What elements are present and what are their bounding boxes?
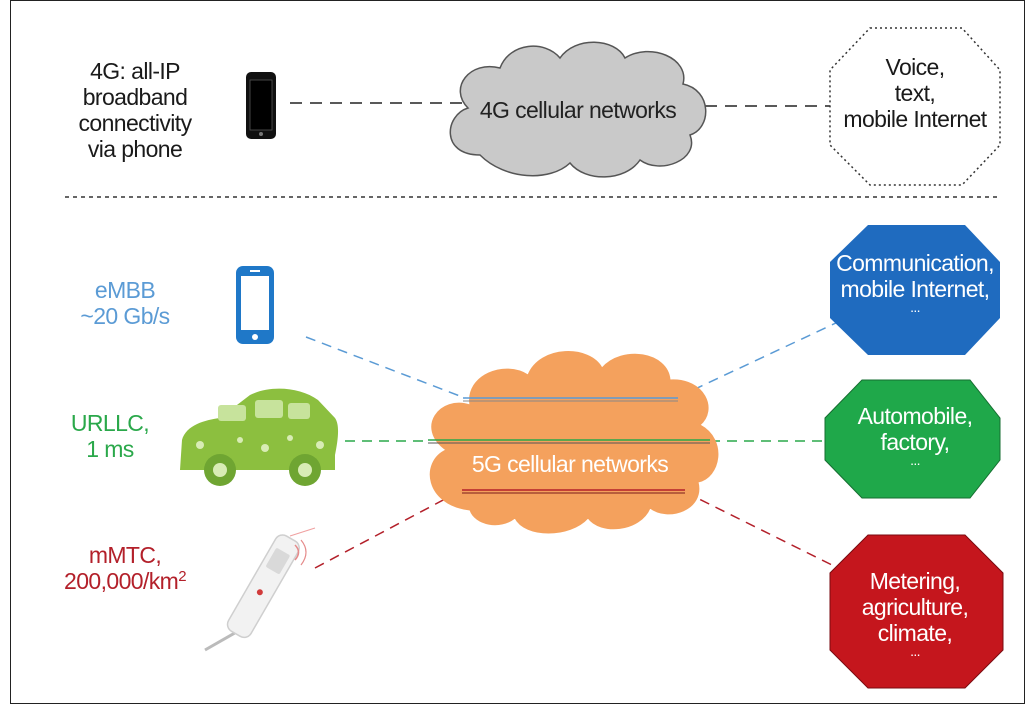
cloud-5g	[428, 351, 719, 534]
connector-embb-left	[305, 336, 466, 399]
label-4g-line: broadband	[82, 84, 188, 110]
outcome-4g-line: mobile Internet	[843, 106, 987, 132]
outcome-embb-ellipsis: ...	[910, 299, 920, 315]
cloud-5g-label: 5G cellular networks	[471, 451, 669, 477]
outcome-mmtc-line: climate,	[877, 620, 953, 646]
outcome-4g: Voice, text, mobile Internet	[825, 54, 1005, 132]
label-urllc-line: URLLC,	[70, 410, 150, 436]
cloud-4g-label: 4G cellular networks	[479, 97, 677, 123]
outcome-mmtc: Metering, agriculture, climate, ...	[825, 568, 1005, 659]
label-mmtc-density-sup: 2	[178, 568, 186, 585]
outcome-mmtc-line: Metering,	[869, 568, 961, 594]
label-4g: 4G: all-IP broadband connectivity via ph…	[70, 58, 200, 162]
label-mmtc-density: 200,000/km2	[45, 568, 205, 594]
outcome-mmtc-shape	[829, 534, 1004, 689]
outcome-urllc-line: Automobile,	[857, 403, 973, 429]
label-urllc: URLLC, 1 ms	[60, 410, 160, 462]
label-4g-line: 4G: all-IP	[90, 58, 180, 84]
outcome-4g-shape	[829, 27, 1001, 186]
outcome-urllc-shape	[824, 379, 1001, 499]
label-4g-line: via phone	[87, 136, 183, 162]
outcome-urllc-ellipsis: ...	[910, 452, 920, 468]
label-embb-line: ~20 Gb/s	[80, 303, 170, 329]
outcome-embb-shape	[830, 225, 1000, 355]
outcome-4g-line: text,	[894, 80, 936, 106]
smartphone-blue-icon	[236, 266, 274, 344]
label-4g-line: connectivity	[78, 110, 193, 136]
label-embb-line: eMBB	[94, 277, 156, 303]
outcome-embb-line: Communication,	[836, 250, 994, 276]
outcome-embb-line: mobile Internet,	[840, 276, 991, 302]
label-embb: eMBB ~20 Gb/s	[70, 277, 180, 329]
label-urllc-line: 1 ms	[86, 436, 134, 462]
outcome-mmtc-ellipsis: ...	[910, 643, 920, 659]
connector-embb-right	[677, 321, 839, 398]
outcome-urllc: Automobile, factory, ...	[825, 403, 1005, 468]
label-mmtc-density-base: 200,000/km	[64, 568, 179, 594]
label-mmtc-line: mMTC,	[88, 542, 162, 568]
connector-mmtc-left	[314, 489, 463, 569]
smartphone-black-icon	[246, 72, 276, 139]
outcome-embb: Communication, mobile Internet, ...	[825, 250, 1005, 315]
cloud-4g	[449, 41, 707, 178]
outcome-4g-line: Voice,	[885, 54, 945, 80]
green-car-icon	[180, 388, 339, 486]
sensor-device-icon	[204, 527, 316, 652]
label-mmtc: mMTC, 200,000/km2	[45, 542, 205, 594]
outcome-urllc-line: factory,	[880, 429, 951, 455]
outcome-mmtc-line: agriculture,	[861, 594, 969, 620]
connector-mmtc-right	[684, 491, 839, 569]
